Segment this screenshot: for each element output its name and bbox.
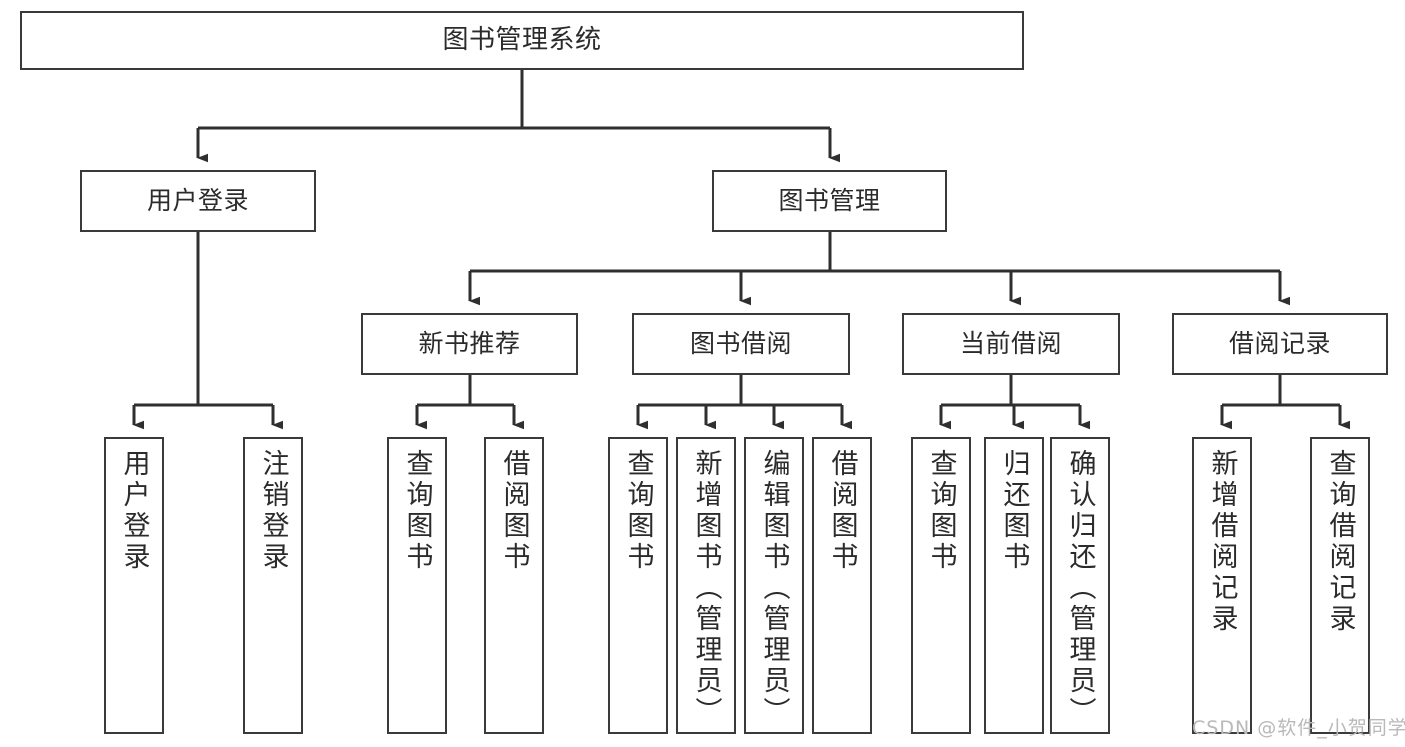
node-book-borrow[interactable]: 图书借阅 [632,313,850,375]
node-label: 当前借阅 [959,329,1062,359]
leaf-query-book-current[interactable]: 查询图书 [911,437,971,734]
node-label: 归还图书 [998,449,1030,573]
leaf-borrow-book-recommend[interactable]: 借阅图书 [484,437,544,734]
node-new-book-recommend[interactable]: 新书推荐 [361,313,578,375]
node-label: 借阅记录 [1228,329,1331,359]
node-label: 用户登录 [146,186,249,216]
leaf-user-logout[interactable]: 注销登录 [243,437,303,734]
leaf-add-borrow-record[interactable]: 新增借阅记录 [1192,437,1252,734]
node-user-login[interactable]: 用户登录 [80,170,316,232]
node-label: 图书借阅 [689,329,792,359]
node-label: 借阅图书 [498,449,530,573]
node-label: 查询图书 [925,449,957,573]
node-label: 注销登录 [257,449,289,573]
csdn-watermark: CSDN @软件_小贺同学 [1192,717,1405,739]
leaf-query-book-recommend[interactable]: 查询图书 [387,437,447,734]
leaf-query-borrow-record[interactable]: 查询借阅记录 [1310,437,1370,734]
node-label: 借阅图书 [826,449,858,573]
node-current-borrow[interactable]: 当前借阅 [902,313,1120,375]
leaf-user-login[interactable]: 用户登录 [104,437,164,734]
node-label: 查询借阅记录 [1324,449,1356,635]
leaf-confirm-return-admin[interactable]: 确认归还（管理员） [1050,437,1110,734]
node-label: 确认归还（管理员） [1064,449,1096,728]
node-label: 编辑图书（管理员） [758,449,790,728]
node-label: 新增借阅记录 [1206,449,1238,635]
node-label: 查询图书 [622,449,654,573]
node-label: 图书管理系统 [442,25,602,56]
node-label: 用户登录 [118,449,150,573]
leaf-borrow-book[interactable]: 借阅图书 [812,437,872,734]
node-label: 查询图书 [401,449,433,573]
node-label: 图书管理 [778,186,881,216]
leaf-edit-book-admin[interactable]: 编辑图书（管理员） [744,437,804,734]
node-borrow-record[interactable]: 借阅记录 [1172,313,1388,375]
node-root-system[interactable]: 图书管理系统 [20,11,1024,70]
leaf-return-book[interactable]: 归还图书 [984,437,1044,734]
node-label: 新增图书（管理员） [690,449,722,728]
leaf-query-book-borrow[interactable]: 查询图书 [608,437,668,734]
leaf-add-book-admin[interactable]: 新增图书（管理员） [676,437,736,734]
node-label: 新书推荐 [418,329,521,359]
node-book-manage[interactable]: 图书管理 [712,170,947,232]
